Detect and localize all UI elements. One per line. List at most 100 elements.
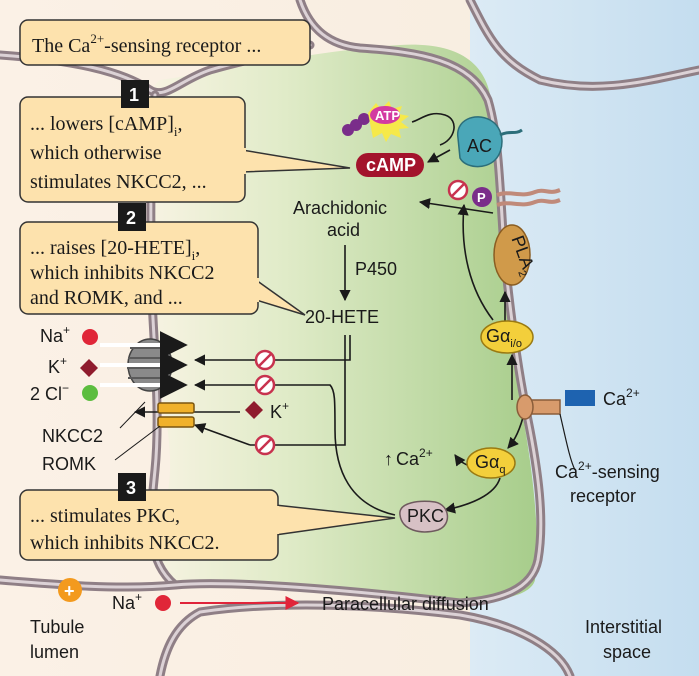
interstitial-label-1: Interstitial (585, 617, 662, 637)
k-label: K (48, 357, 60, 377)
ca-ext-label: Ca (603, 389, 627, 409)
svg-text:Ca2+: Ca2+ (603, 386, 640, 409)
camp-pill: cAMP (356, 153, 424, 177)
arrow-atp-to-ac (411, 112, 455, 146)
line-hete-nkcc2 (250, 335, 351, 361)
callout-step-2: 2 ... raises [20-HETE]i, which inhibits … (19, 203, 306, 316)
svg-text:2 Cl−: 2 Cl− (30, 381, 69, 404)
tubule-label-1: Tubule (30, 617, 84, 637)
ca-label: Ca (396, 449, 420, 469)
phospholipid: P (472, 187, 561, 207)
adenylyl-cyclase: AC (457, 116, 523, 168)
inhibition-symbols (254, 179, 469, 456)
g-alpha-io: Gαi/o (480, 320, 534, 354)
na-ion-dot (82, 329, 98, 345)
na-label: Na (40, 326, 64, 346)
svg-text:Na+: Na+ (112, 590, 142, 613)
paracellular-label: Paracellular diffusion (322, 594, 489, 614)
na-para-label: Na (112, 593, 136, 613)
casr-label-1-sup: 2+ (578, 459, 592, 473)
step-3-number: 3 (126, 478, 136, 498)
gq-label: Gα (475, 452, 499, 472)
svg-text:... lowers [cAMP]i,: ... lowers [cAMP]i, (30, 113, 183, 139)
step-1-badge (121, 80, 149, 108)
ca-sensing-receptor (516, 390, 595, 471)
callout-step-3: 3 ... stimulates PKC, which inhibits NKC… (19, 473, 396, 561)
atp-label: ATP (375, 108, 400, 123)
arachidonic-label-1: Arachidonic (293, 198, 387, 218)
step3-line1: ... stimulates PKC, (30, 505, 180, 527)
interstitial-label-2: space (603, 642, 651, 662)
line-hete-romk (250, 335, 346, 446)
ca-ext-sup: 2+ (626, 386, 640, 400)
svg-text:Ca2+-sensing: Ca2+-sensing (555, 459, 660, 482)
nkcc2-transporter (100, 331, 188, 399)
casr-label-1-post: -sensing (592, 462, 660, 482)
pla2-sub: 2 (515, 269, 528, 279)
gi-sub: i/o (510, 338, 522, 350)
svg-text:The Ca2+-sensing receptor ...: The Ca2+-sensing receptor ... (32, 31, 261, 57)
ca-sup: 2+ (419, 446, 433, 460)
step1-line1-post: , (178, 113, 183, 135)
k-ion-diamond (80, 359, 98, 377)
nkcc2-label: NKCC2 (42, 426, 103, 446)
cl-label: 2 Cl (30, 384, 62, 404)
inhibit-icon (254, 349, 276, 371)
line-pkc-nkcc2 (250, 384, 396, 516)
intro-text-post: -sensing receptor ... (104, 35, 261, 57)
step1-line3: stimulates NKCC2, ... (30, 171, 207, 193)
cl-ion-dot (82, 385, 98, 401)
arrow-gq-to-pkc (443, 477, 501, 514)
callout-step-1: 1 ... lowers [cAMP]i, which otherwise st… (19, 80, 351, 203)
svg-text:... raises [20-HETE]i,: ... raises [20-HETE]i, (30, 237, 200, 263)
step2-line3: and ROMK, and ... (30, 287, 183, 309)
casr-label-1-pre: Ca (555, 462, 579, 482)
atp-molecule: ATP (342, 101, 409, 142)
svg-text:Na+: Na+ (40, 323, 70, 346)
step-2-badge (118, 203, 146, 231)
step-3-badge (118, 473, 146, 501)
step2-line2: which inhibits NKCC2 (30, 262, 214, 284)
step2-line1-post: , (195, 237, 200, 259)
svg-text:Gαq: Gαq (475, 452, 506, 476)
step1-line1-pre: ... lowers [cAMP] (30, 113, 174, 135)
svg-text:↑Ca2+: ↑Ca2+ (384, 446, 433, 469)
svg-text:Gαi/o: Gαi/o (486, 326, 522, 350)
calcium-square (565, 390, 595, 406)
arrow-pla2-to-aa (418, 197, 494, 214)
na-para-dot (155, 595, 171, 611)
p450-label: P450 (355, 259, 397, 279)
intro-text-sup: 2+ (90, 31, 104, 46)
callout-intro: The Ca2+-sensing receptor ... (19, 19, 311, 66)
gi-label: Gα (486, 326, 510, 346)
plus-label: + (64, 581, 75, 601)
arrow-gi-to-ac (457, 203, 494, 321)
plus-charge-icon (58, 578, 82, 602)
gq-sub: q (499, 464, 505, 476)
romk-label: ROMK (42, 454, 96, 474)
step2-line1-pre: ... raises [20-HETE] (30, 237, 192, 259)
k-romk-diamond (245, 401, 263, 419)
hete-label: 20-HETE (305, 307, 379, 327)
casr-label-2: receptor (570, 486, 636, 506)
arrow-hete-to-romk (193, 423, 251, 446)
step2-line1-sub: i (192, 248, 196, 263)
pkc-label: PKC (407, 506, 444, 526)
inhibit-icon (254, 374, 276, 396)
k-romk-sup: + (282, 399, 289, 413)
inhibit-icon (254, 434, 276, 456)
camp-label: cAMP (366, 155, 416, 175)
inhibit-icon (447, 179, 469, 201)
pla2-enzyme: PLA2 (493, 224, 538, 286)
tubule-label-2: lumen (30, 642, 79, 662)
na-sup: + (63, 323, 70, 337)
cell-body (150, 44, 537, 602)
pathway-arrows (133, 112, 526, 516)
svg-text:K+: K+ (270, 399, 289, 422)
cl-sup: − (62, 381, 69, 395)
phosphate-label: P (477, 190, 486, 205)
intro-text-pre: The Ca (32, 35, 90, 57)
ac-label: AC (467, 136, 492, 156)
pkc-enzyme: PKC (399, 500, 449, 533)
